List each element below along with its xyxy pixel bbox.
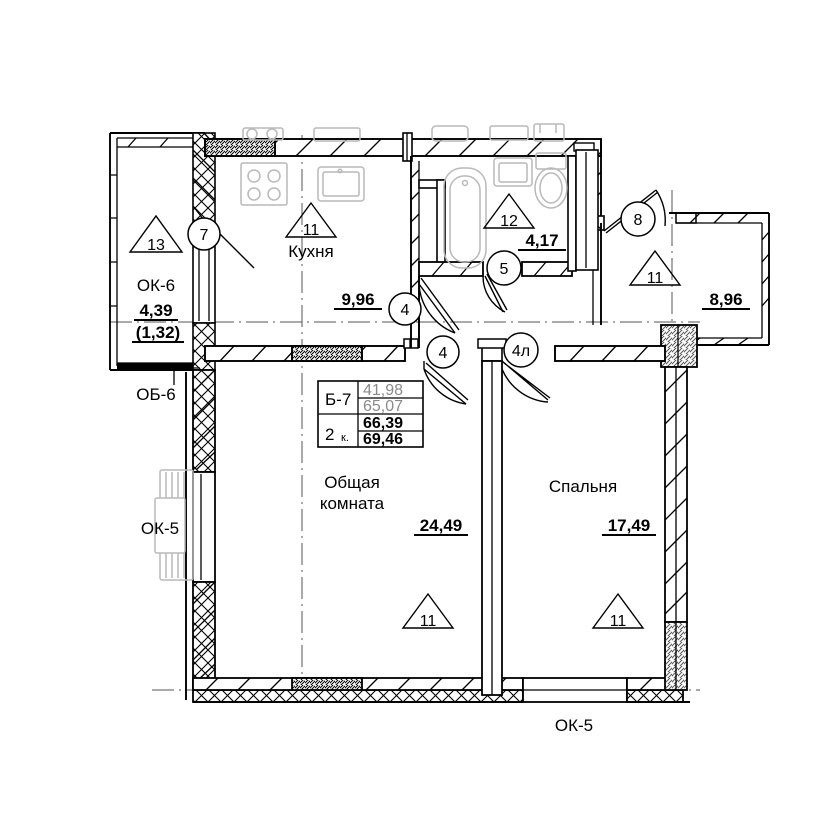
- mark-bedroom-11: 11: [591, 592, 645, 630]
- mark-living-label: 11: [420, 613, 437, 630]
- loggia-left-area-reduced: (1,32): [136, 323, 180, 342]
- door-marker-4b-label: 4: [439, 345, 448, 362]
- mark-kitchen-11: 11: [284, 201, 338, 239]
- door-marker-8-label: 8: [634, 212, 643, 229]
- window-bottom-left: [291, 677, 363, 691]
- loggia-left-sill: [117, 363, 201, 370]
- window-top-kitchen: [204, 138, 276, 157]
- bathtub-icon: [443, 167, 487, 269]
- living-name-line2: комната: [320, 494, 385, 513]
- wall-bottom-hatch-right: [626, 689, 684, 703]
- door-marker-4b: 4: [426, 335, 460, 369]
- kitchen-sink-icon: [317, 166, 365, 202]
- loggia-right-wall-nub: [675, 212, 697, 224]
- mark-bath-label: 12: [500, 213, 518, 230]
- door-markers: 7 8 5 4 4 4л: [187, 201, 656, 369]
- door-marker-4l: 4л: [503, 332, 539, 368]
- mark-bedroom-label: 11: [610, 613, 627, 630]
- mark-loggia-right-11: 11: [628, 249, 682, 287]
- column-right: [660, 324, 698, 368]
- door-marker-7-label: 7: [200, 227, 209, 244]
- door-4b-leaf: [423, 361, 467, 405]
- info-box-rooms-unit: к.: [341, 432, 349, 444]
- wall-bath-right: [567, 155, 577, 272]
- mark-loggia-right-label: 11: [647, 270, 664, 287]
- living-name-line1: Общая: [324, 473, 380, 492]
- mark-triangles: 13 11 12 11 11 11: [128, 192, 682, 630]
- balcony-door-7-leaf: [192, 242, 216, 324]
- kitchen-stove-icon: [240, 162, 288, 206]
- kitchen-area: 9,96: [341, 290, 374, 309]
- ok6-code-label: ОК-6: [137, 276, 175, 295]
- loggia-right-area: 8,96: [709, 290, 742, 309]
- living-area: 24,49: [420, 516, 463, 535]
- mark-13-label: 13: [147, 237, 165, 254]
- washbasin-icon: [493, 157, 533, 187]
- mark-13: 13: [128, 214, 184, 254]
- info-box-code: Б-7: [325, 390, 351, 409]
- info-box-living-area: 41,98: [363, 382, 403, 399]
- loggia-left-area: 4,39: [139, 301, 172, 320]
- ok5-bottom-code-label: ОК-5: [555, 716, 593, 735]
- leader-ob6: [128, 367, 200, 385]
- info-box-total-with-balcony: 69,46: [363, 431, 403, 448]
- door-4a-leaf: [418, 276, 456, 334]
- mark-kitchen-label: 11: [303, 222, 320, 239]
- window-ok5-left-opening: [192, 471, 216, 583]
- door-marker-5: 5: [486, 250, 522, 286]
- door-5-leaf: [484, 273, 508, 313]
- door-marker-4l-label: 4л: [512, 343, 530, 360]
- window-mid-left: [291, 345, 363, 362]
- door-marker-5-label: 5: [500, 261, 509, 278]
- wall-left-upper: [192, 369, 216, 473]
- door-4l-leaf: [501, 360, 551, 401]
- info-box-total-no-balcony: 65,07: [363, 398, 403, 415]
- door-7-leaf: [214, 228, 255, 269]
- neighbour-fixtures-above: [242, 123, 565, 142]
- kitchen-name: Кухня: [288, 242, 334, 261]
- info-box-rooms: 2: [325, 425, 334, 444]
- shaft-right: [575, 149, 599, 271]
- bedroom-area: 17,49: [608, 516, 651, 535]
- bathroom-area: 4,17: [525, 231, 558, 250]
- ok5-left-code-label: ОК-5: [141, 519, 179, 538]
- door-marker-8: 8: [620, 201, 656, 237]
- apartment-info-box: Б-7 2 к. 41,98 65,07 66,39 69,46: [317, 380, 424, 448]
- wall-bottom-hatch-left: [192, 689, 524, 703]
- ob6-code-label: ОБ-6: [136, 385, 176, 404]
- fixtures-layer: [154, 152, 568, 581]
- bedroom-name: Спальня: [549, 477, 617, 496]
- wall-bath-bottom-right: [521, 261, 573, 277]
- door-marker-4a: 4: [388, 292, 422, 326]
- room-labels: Кухня 9,96 4,17 ОК-6 4,39 (1,32) ОБ-6 8,…: [132, 231, 750, 735]
- door-marker-7: 7: [187, 217, 221, 251]
- doors-layer: [214, 189, 666, 405]
- mark-living-11: 11: [401, 592, 455, 630]
- wall-nub-mid-b: [477, 338, 507, 349]
- toilet-icon: [534, 152, 568, 209]
- info-box-total-area: 66,39: [363, 415, 403, 432]
- structural-walls: [185, 123, 770, 703]
- mark-bath-12: 12: [482, 192, 536, 230]
- door-marker-4a-label: 4: [401, 302, 410, 319]
- radiator-icon: [154, 469, 194, 581]
